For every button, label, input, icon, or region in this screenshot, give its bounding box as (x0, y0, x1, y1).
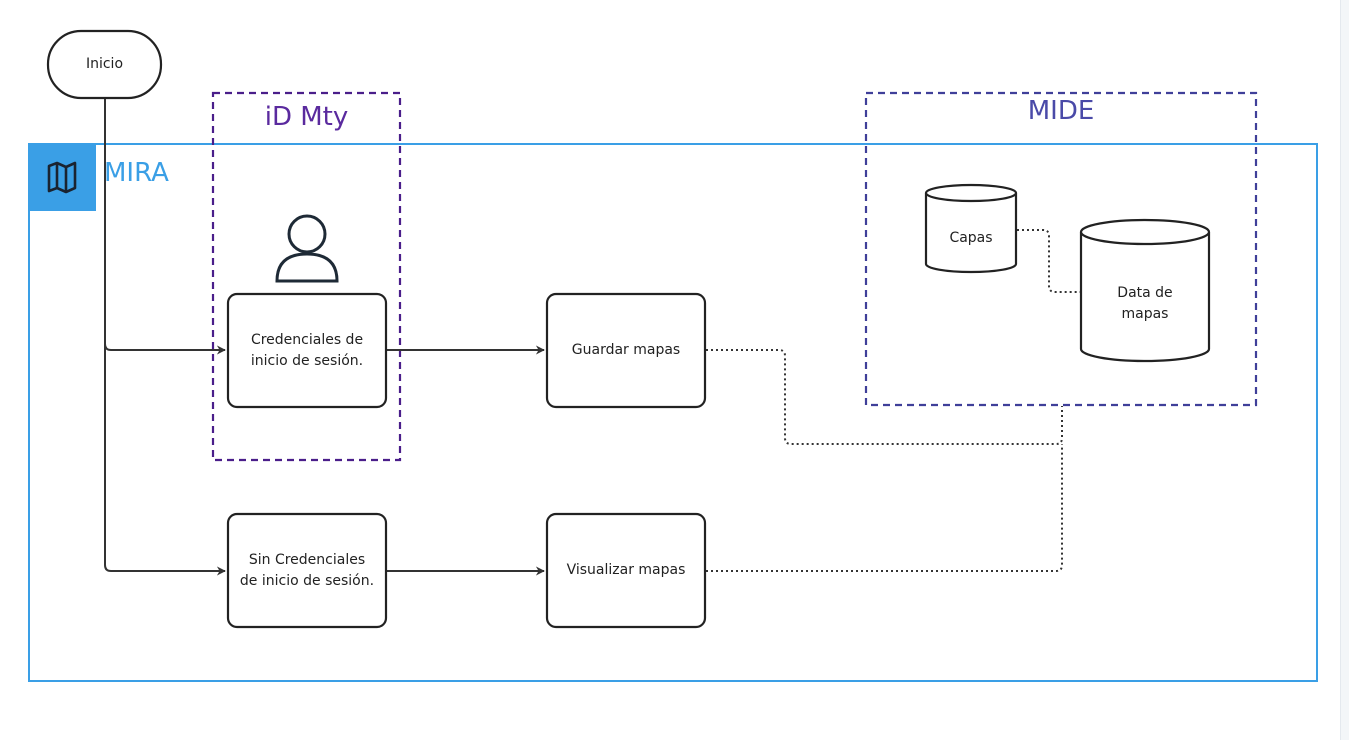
mira-title: MIRA (104, 158, 169, 188)
node-capas (924, 183, 1018, 274)
id-mty-title: iD Mty (264, 102, 349, 132)
mira-icon-tile (29, 144, 96, 211)
node-capas-label: Capas (949, 229, 993, 246)
mide-title: MIDE (1027, 96, 1095, 126)
page-edge (1340, 0, 1349, 740)
node-credenciales (226, 292, 388, 409)
edge-capas-data (1017, 229, 1081, 293)
edge-inicio-sin-credenciales (104, 340, 226, 576)
node-data-mapas-label: Data de mapas (1117, 285, 1173, 322)
node-sin-credenciales-label: Sin Credenciales de inicio de sesión. (239, 551, 375, 589)
map-icon (47, 161, 77, 194)
node-data-mapas (1079, 218, 1211, 363)
mide-group (864, 91, 1258, 407)
node-visualizar-label: Visualizar mapas (566, 562, 686, 578)
node-inicio (46, 29, 163, 100)
user-icon (275, 214, 339, 283)
node-visualizar (545, 512, 707, 629)
node-credenciales-label: Credenciales de inicio de sesión. (250, 331, 364, 369)
node-guardar-label: Guardar mapas (571, 342, 681, 358)
edge-guardar-mide (706, 349, 1063, 445)
node-guardar (545, 292, 707, 409)
edge-inicio-credenciales (104, 98, 226, 355)
mira-container (28, 143, 1318, 682)
node-inicio-label: Inicio (85, 56, 124, 72)
node-sin-credenciales (226, 512, 388, 629)
id-mty-group (211, 91, 402, 462)
edge-visualizar-mide (706, 444, 1063, 572)
